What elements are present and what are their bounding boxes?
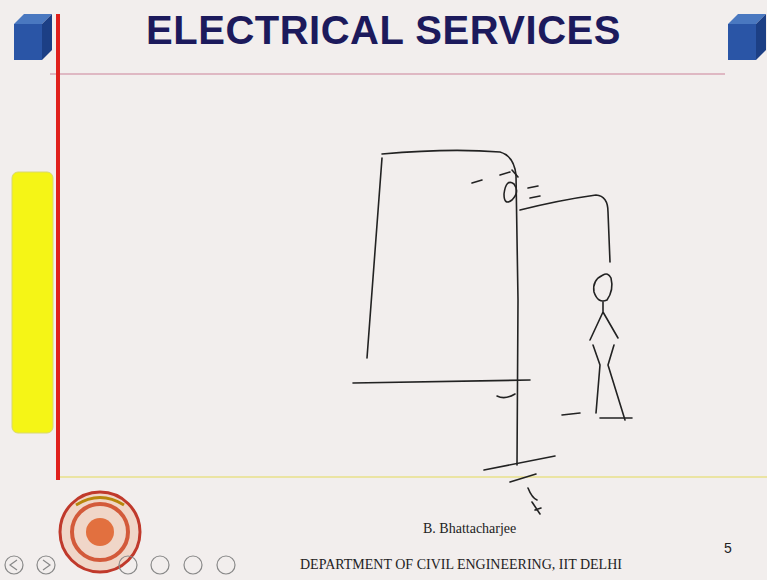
red-bar	[56, 14, 60, 480]
logo	[60, 492, 140, 572]
footer-rule	[60, 476, 767, 478]
corner-cube	[728, 14, 766, 60]
title-rule	[50, 73, 725, 75]
department-name: DEPARTMENT OF CIVIL ENGINEERING, IIT DEL…	[300, 557, 622, 573]
page-number: 5	[724, 540, 732, 556]
corner-cube	[14, 14, 52, 60]
side-panel	[12, 172, 53, 433]
slide-title: ELECTRICAL SERVICES	[0, 8, 767, 53]
author-name: B. Bhattacharjee	[423, 521, 516, 537]
shock-sketch	[353, 150, 632, 514]
nav-icons	[5, 556, 235, 574]
